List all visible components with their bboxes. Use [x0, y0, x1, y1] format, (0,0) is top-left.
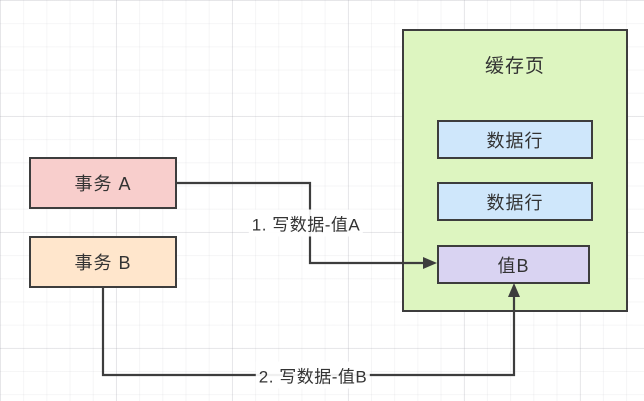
transaction-b-label: 事务 B — [74, 253, 132, 273]
edge-write-b-label: 2. 写数据-值B — [255, 361, 371, 389]
transaction-a-node: 事务 A — [29, 157, 177, 209]
transaction-a-label: 事务 A — [74, 174, 132, 194]
data-row-2-node: 数据行 — [437, 182, 593, 221]
cache-page-node: 缓存页 数据行 数据行 值B — [402, 29, 628, 312]
data-row-2-label: 数据行 — [486, 192, 544, 213]
data-row-1-node: 数据行 — [437, 120, 593, 159]
cache-page-title: 缓存页 — [484, 56, 545, 77]
transaction-b-node: 事务 B — [29, 236, 177, 288]
edge-write-a-label: 1. 写数据-值A — [248, 209, 364, 237]
value-b-label: 值B — [497, 255, 530, 276]
value-b-node: 值B — [437, 245, 590, 284]
data-row-1-label: 数据行 — [486, 130, 544, 151]
